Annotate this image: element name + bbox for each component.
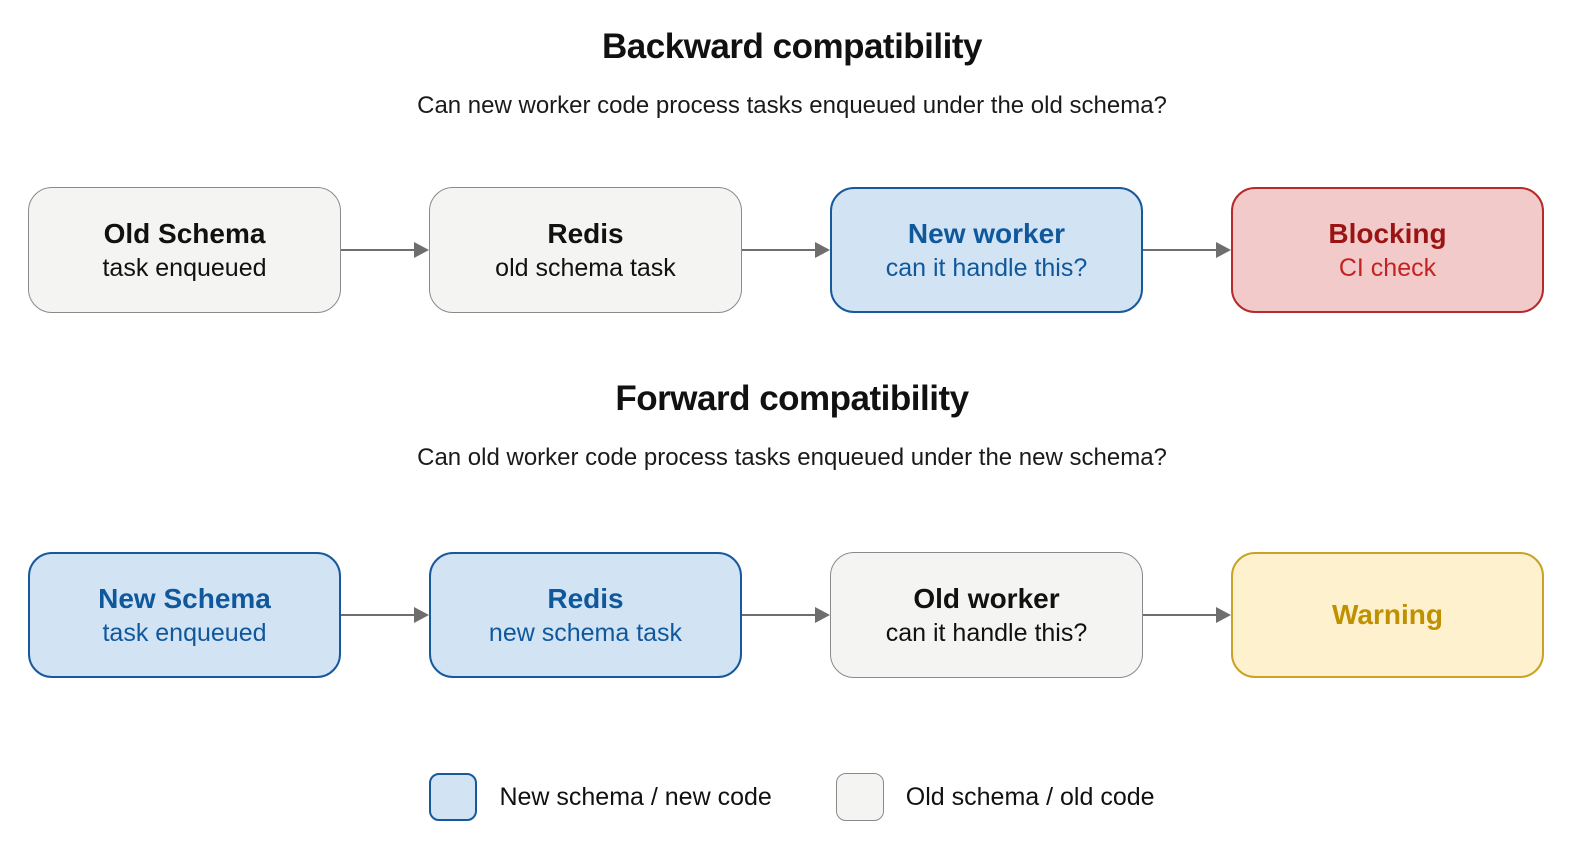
node-redis-new-task: Redis new schema task	[429, 552, 742, 678]
section-forward-compatibility: Forward compatibility Can old worker cod…	[0, 378, 1584, 678]
node-title: Old worker	[913, 582, 1060, 614]
node-subtitle: can it handle this?	[885, 253, 1088, 282]
node-subtitle: task enqueued	[102, 253, 267, 282]
section-subtitle: Can new worker code process tasks enqueu…	[417, 92, 1167, 119]
section-subtitle: Can old worker code process tasks enqueu…	[417, 444, 1167, 471]
arrow-right-icon	[1143, 187, 1231, 313]
section-title: Forward compatibility	[615, 379, 969, 418]
node-title: New worker	[907, 217, 1066, 249]
node-title: Warning	[1332, 599, 1443, 630]
flow-row-backward: Old Schema task enqueued Redis old schem…	[0, 187, 1584, 313]
node-old-worker: Old worker can it handle this?	[830, 552, 1143, 678]
node-subtitle: task enqueued	[102, 618, 267, 647]
node-subtitle: old schema task	[495, 253, 676, 282]
node-title: New Schema	[98, 582, 271, 614]
node-subtitle: can it handle this?	[885, 618, 1088, 647]
node-subtitle: CI check	[1338, 253, 1437, 282]
legend-item-new-schema: New schema / new code	[429, 773, 772, 821]
arrow-right-icon	[1143, 552, 1231, 678]
section-title: Backward compatibility	[602, 27, 982, 66]
legend-item-old-schema: Old schema / old code	[835, 773, 1155, 821]
legend-swatch-new-schema	[429, 773, 478, 821]
arrow-right-icon	[341, 552, 429, 678]
legend-label: New schema / new code	[499, 782, 772, 811]
node-title: Redis	[547, 217, 624, 249]
node-subtitle: new schema task	[488, 618, 683, 647]
node-title: Old Schema	[103, 217, 266, 249]
node-new-schema: New Schema task enqueued	[28, 552, 341, 678]
legend: New schema / new code Old schema / old c…	[0, 773, 1584, 821]
section-backward-compatibility: Backward compatibility Can new worker co…	[0, 26, 1584, 313]
arrow-right-icon	[341, 187, 429, 313]
flow-row-forward: New Schema task enqueued Redis new schem…	[0, 552, 1584, 678]
node-title: Blocking	[1328, 217, 1447, 249]
compatibility-diagram: Backward compatibility Can new worker co…	[0, 26, 1584, 821]
node-new-worker: New worker can it handle this?	[830, 187, 1143, 313]
arrow-right-icon	[742, 187, 830, 313]
node-redis-old-task: Redis old schema task	[429, 187, 742, 313]
legend-swatch-old-schema	[835, 773, 884, 821]
node-title: Redis	[547, 582, 624, 614]
legend-label: Old schema / old code	[905, 782, 1155, 811]
node-old-schema: Old Schema task enqueued	[28, 187, 341, 313]
node-blocking-ci-check: Blocking CI check	[1231, 187, 1544, 313]
node-warning: Warning	[1231, 552, 1544, 678]
arrow-right-icon	[742, 552, 830, 678]
